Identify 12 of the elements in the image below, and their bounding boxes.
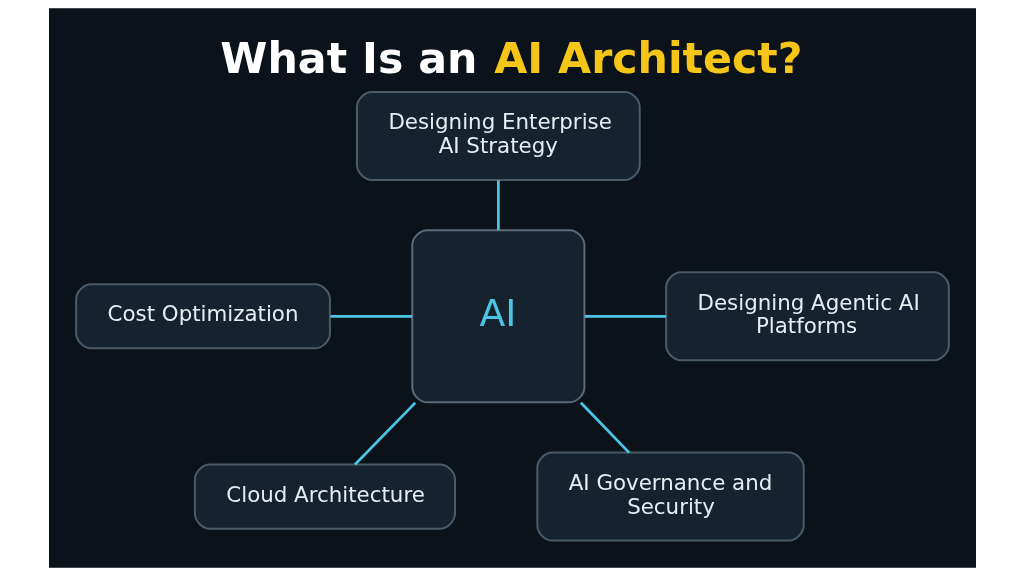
node-box: Cost Optimization: [74, 283, 331, 350]
connector: [330, 314, 412, 318]
diagram-title: What Is an AI Architect?: [219, 33, 803, 84]
connector: [496, 180, 500, 230]
node-box: AI: [410, 229, 585, 404]
node-box: AI Governance and Security: [535, 451, 805, 542]
node-box: Cloud Architecture: [193, 463, 456, 530]
connector: [579, 401, 630, 454]
node-box: Designing Enterprise AI Strategy: [355, 90, 641, 181]
connector: [353, 401, 416, 466]
node-box: Designing Agentic AI Platforms: [664, 271, 950, 362]
connector: [584, 314, 666, 318]
